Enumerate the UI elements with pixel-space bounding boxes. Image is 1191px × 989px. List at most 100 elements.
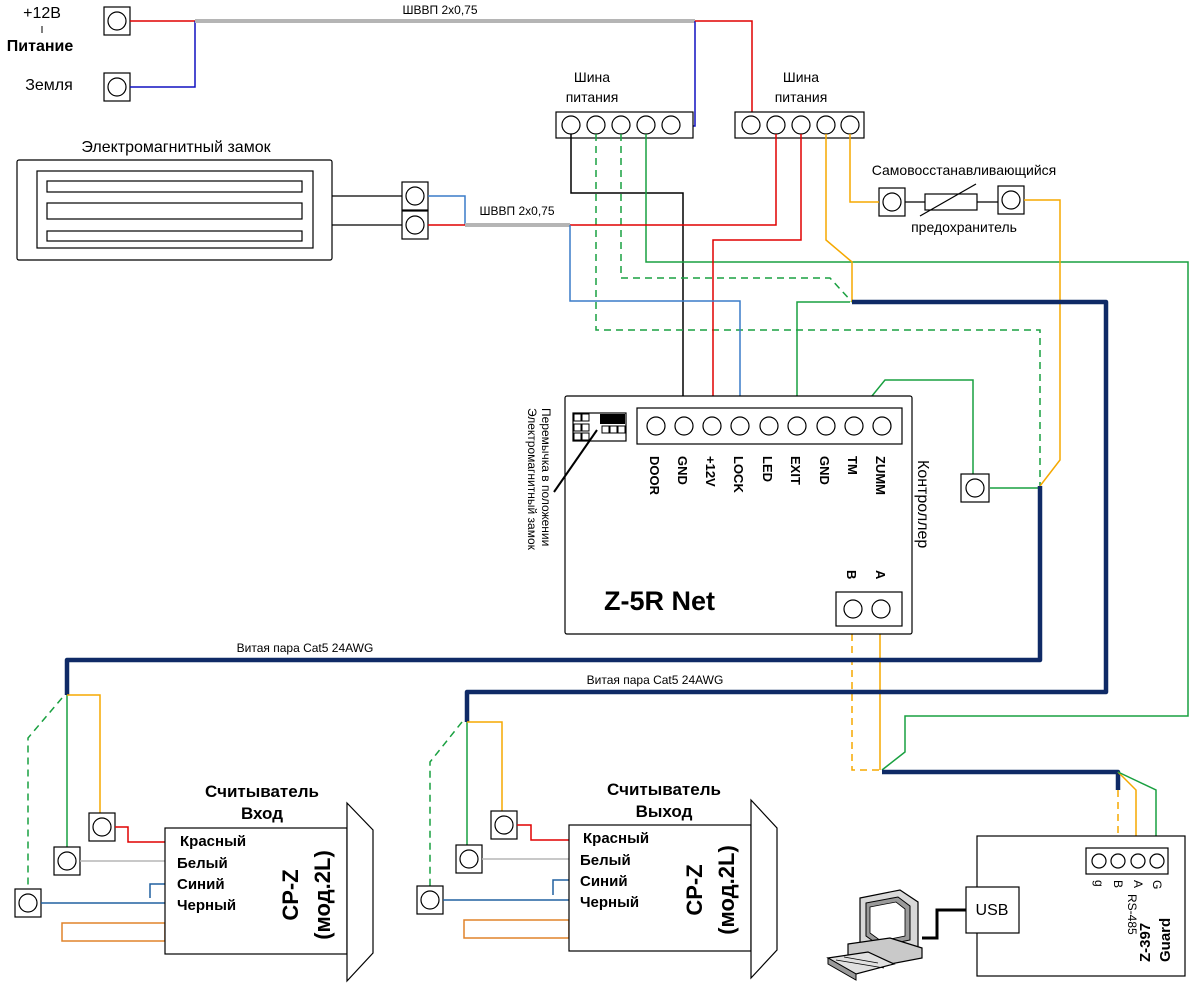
busbar-left-terminal[interactable]	[561, 115, 581, 135]
lock-cable-label: ШВВП 2х0,75	[480, 204, 555, 218]
busbar-left-line2: питания	[566, 89, 619, 105]
rs485-b-label: B	[844, 570, 859, 579]
converter-model-line1: Z-397	[1137, 923, 1154, 962]
power-plus-terminal[interactable]	[103, 6, 131, 36]
converter-pin-label: g	[1092, 880, 1106, 887]
converter-pin-label: G	[1150, 880, 1164, 889]
controller-pin-terminal[interactable]	[787, 416, 807, 436]
reader-exit-wire-label: Белый	[580, 852, 631, 869]
power-supply: +12В Питание Земля	[7, 5, 131, 102]
fuse-label-line2: предохранитель	[911, 219, 1017, 235]
controller-pin-terminal[interactable]	[702, 416, 722, 436]
busbar-left-terminal[interactable]	[586, 115, 606, 135]
cat5-mid-label: Витая пара Cat5 24AWG	[587, 673, 724, 687]
busbar-right-line1: Шина	[783, 69, 819, 85]
converter-pin-label: A	[1131, 880, 1145, 888]
fuse-out-terminal[interactable]	[997, 185, 1025, 215]
reader-exit-title-line2: Выход	[636, 802, 693, 821]
controller-model: Z-5R Net	[604, 586, 715, 616]
cat5-left-label: Витая пара Cat5 24AWG	[237, 641, 374, 655]
rs485-a-label: A	[873, 570, 888, 580]
pin-label: DOOR	[647, 456, 662, 496]
reader-exit: Считыватель Выход Красный Белый Синий Че…	[416, 721, 778, 980]
controller-pin-terminal[interactable]	[674, 416, 694, 436]
busbar-right-terminal[interactable]	[791, 115, 811, 135]
pin-label: GND	[675, 456, 690, 485]
reader-exit-wire-label: Красный	[583, 830, 649, 847]
controller-side-label: Контроллер	[914, 460, 931, 548]
reader-entry: Считыватель Вход Красный Белый Синий Чер…	[14, 694, 374, 983]
jumper-pointer	[553, 429, 598, 493]
converter-pin-terminal[interactable]	[1130, 853, 1146, 869]
fuse-in-terminal[interactable]	[878, 187, 906, 217]
converter-rs485-label: RS-485	[1125, 894, 1139, 935]
power-plus-label: +12В	[23, 5, 61, 22]
fuse-label-line1: Самовосстанавливающийся	[872, 162, 1057, 178]
busbar-left-terminal[interactable]	[611, 115, 631, 135]
reader-exit-blue-terminal[interactable]	[416, 885, 444, 915]
jumper-label-line2: Электромагнитный замок	[525, 408, 539, 551]
reader-entry-model-line2: (мод.2L)	[310, 850, 335, 940]
cat5-cable-converter	[882, 769, 1121, 790]
reader-entry-wire-label: Белый	[177, 855, 228, 872]
pin-label: ZUMM	[873, 456, 888, 495]
pin-label: TM	[845, 456, 860, 475]
rs485-a-terminal[interactable]	[871, 599, 891, 619]
controller-pin-terminal[interactable]	[646, 416, 666, 436]
power-title: Питание	[7, 38, 74, 55]
reader-exit-wire-label: Синий	[580, 873, 628, 890]
reader-exit-red-terminal[interactable]	[490, 810, 518, 840]
electromagnetic-lock: Электромагнитный замок	[16, 139, 429, 261]
busbar-right-terminal[interactable]	[840, 115, 860, 135]
controller-pin-terminal[interactable]	[759, 416, 779, 436]
busbar-right-line2: питания	[775, 89, 828, 105]
reader-exit-model-line1: CP-Z	[682, 864, 707, 915]
pin-label: GND	[817, 456, 832, 485]
reader-exit-title-line1: Считыватель	[607, 780, 721, 799]
reader-entry-white-terminal[interactable]	[53, 846, 81, 876]
reader-exit-model-line2: (мод.2L)	[714, 845, 739, 935]
controller: DOOR GND +12V LOCK LED EXIT GND TM ZUMM …	[525, 395, 931, 635]
jumper-block[interactable]	[572, 412, 627, 442]
jumper-label-line1: Перемычка в положении	[539, 408, 553, 546]
converter-pin-terminal[interactable]	[1149, 853, 1165, 869]
computer-icon	[826, 889, 923, 981]
reader-entry-blue-terminal[interactable]	[14, 888, 42, 918]
resettable-fuse: Самовосстанавливающийся предохранитель	[872, 162, 1057, 235]
reader-entry-wire-label: Черный	[177, 897, 236, 914]
controller-pin-terminal[interactable]	[844, 416, 864, 436]
busbar-right-terminal[interactable]	[741, 115, 761, 135]
lock-title: Электромагнитный замок	[81, 139, 271, 156]
busbar-left-terminal[interactable]	[636, 115, 656, 135]
pin-label: +12V	[703, 456, 718, 487]
wiring	[569, 134, 1189, 771]
lock-terminal[interactable]	[401, 210, 429, 240]
rs485-b-terminal[interactable]	[843, 599, 863, 619]
controller-pin-terminal[interactable]	[816, 416, 836, 436]
reader-exit-wire-label: Черный	[580, 894, 639, 911]
usb-port[interactable]: USB	[965, 886, 1020, 934]
converter-pin-terminal[interactable]	[1091, 853, 1107, 869]
controller-pin-terminal[interactable]	[872, 416, 892, 436]
ground-terminal[interactable]	[103, 72, 131, 102]
lock-cable: ШВВП 2х0,75	[428, 195, 570, 227]
cat5-cable-exit	[464, 299, 1109, 722]
reader-entry-red-terminal[interactable]	[88, 812, 116, 842]
pin-label: EXIT	[788, 456, 803, 485]
controller-pin-terminal[interactable]	[730, 416, 750, 436]
exit-button-terminal[interactable]	[960, 473, 990, 503]
usb-cable	[922, 908, 966, 940]
converter-pin-terminal[interactable]	[1110, 853, 1126, 869]
busbar-left-terminal[interactable]	[661, 115, 681, 135]
reader-exit-white-terminal[interactable]	[455, 844, 483, 874]
busbar-right-terminal[interactable]	[816, 115, 836, 135]
controller-body	[564, 395, 913, 635]
converter-pin-label: B	[1111, 880, 1125, 888]
lock-terminal[interactable]	[401, 181, 429, 211]
busbar-right-terminal[interactable]	[766, 115, 786, 135]
top-cable-label: ШВВП 2х0,75	[403, 3, 478, 17]
cat5-cable-entry	[64, 486, 1043, 695]
reader-entry-wire-label: Красный	[180, 833, 246, 850]
reader-entry-wire-label: Синий	[177, 876, 225, 893]
